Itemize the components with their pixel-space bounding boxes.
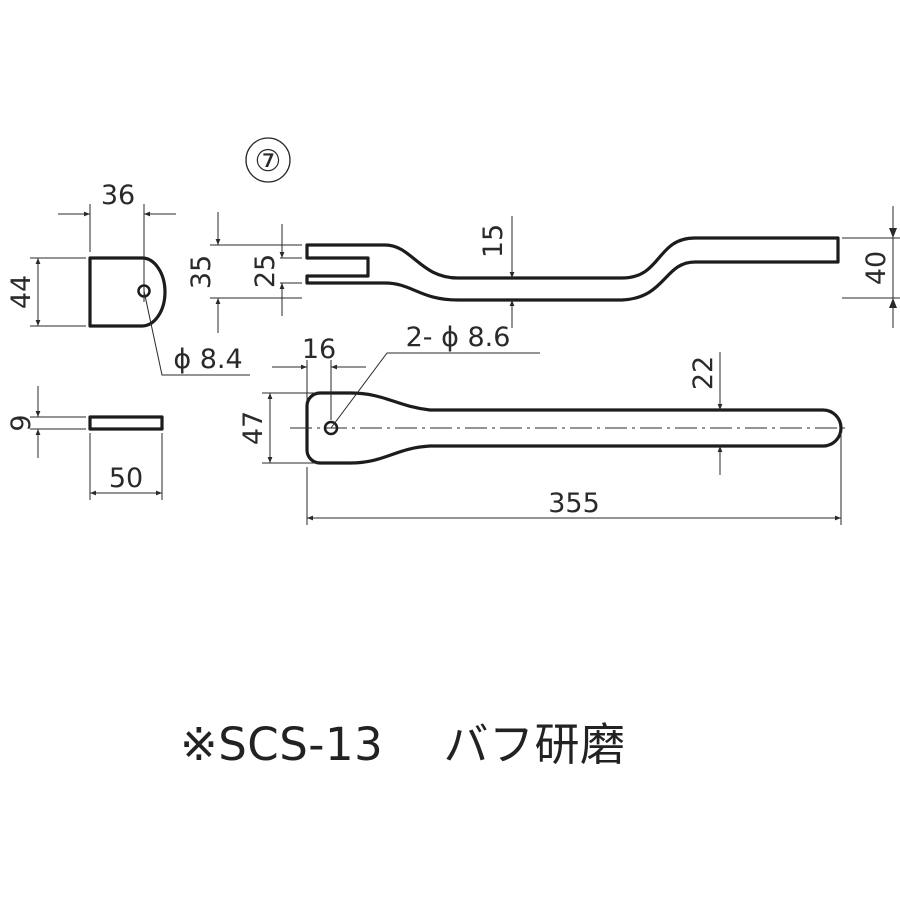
leader-line bbox=[330, 352, 540, 429]
dim-end-height: 40 bbox=[861, 251, 892, 285]
side-view: 35 25 15 40 bbox=[186, 206, 900, 333]
dim-fork-outer: 35 bbox=[186, 255, 217, 289]
dim-hole-offset: 16 bbox=[302, 334, 336, 365]
tab-view: 36 44 ϕ 8.4 bbox=[6, 180, 250, 376]
plate-outline bbox=[88, 415, 164, 431]
dim-handle-width: 22 bbox=[688, 356, 719, 390]
material-note: ※SCS-13 バフ研磨 bbox=[180, 718, 626, 771]
side-view-outline bbox=[305, 236, 840, 302]
dim-plate-width: 50 bbox=[109, 463, 143, 494]
dim-arrow bbox=[889, 228, 897, 238]
dim-overall-length: 355 bbox=[548, 488, 600, 519]
dim-head-width: 47 bbox=[238, 411, 269, 445]
dim-fork-depth: 15 bbox=[478, 224, 509, 258]
dim-holes: 2- ϕ 8.6 bbox=[406, 322, 511, 353]
handle-hole bbox=[323, 420, 339, 436]
dim-thickness: 9 bbox=[6, 414, 37, 431]
part-number-circle bbox=[245, 137, 291, 183]
dim-tab-width: 36 bbox=[101, 180, 135, 211]
part-number: ⑦ bbox=[255, 144, 282, 179]
tab-outline bbox=[88, 256, 167, 328]
plate-section-view: 9 50 bbox=[6, 386, 164, 500]
leader-line bbox=[143, 290, 250, 376]
dim-tab-height: 44 bbox=[6, 275, 37, 309]
dim-tab-hole: ϕ 8.4 bbox=[173, 344, 242, 375]
dim-arrow bbox=[889, 298, 897, 308]
dim-fork-inner: 25 bbox=[250, 254, 281, 288]
part-number-callout: ⑦ bbox=[245, 137, 291, 183]
top-view-outline bbox=[305, 391, 843, 465]
top-view: 16 2- ϕ 8.6 22 47 355 bbox=[238, 322, 850, 525]
